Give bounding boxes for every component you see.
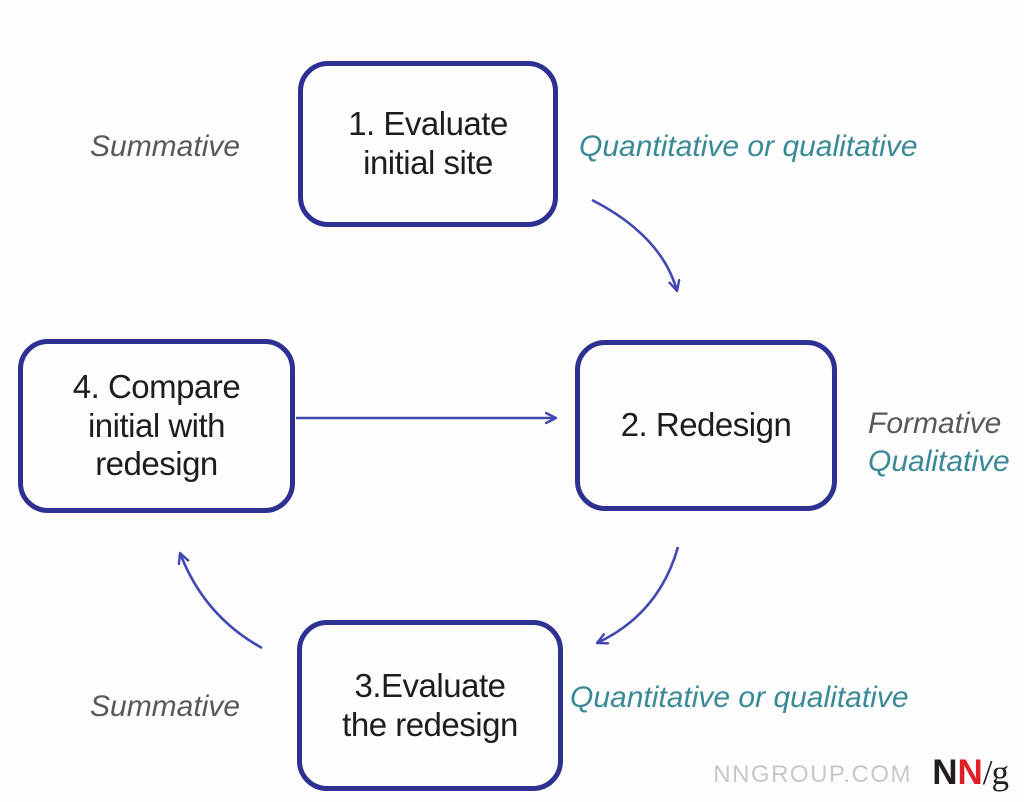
nngroup-watermark: NNGROUP.COM	[713, 761, 912, 788]
nng-logo-n2: N	[957, 753, 983, 792]
arrow-step2-to-step3	[597, 546, 680, 643]
node-evaluate-the-redesign: 3.Evaluate the redesign	[297, 620, 563, 791]
node-compare-initial-with-redesign: 4. Compare initial with redesign	[18, 339, 295, 513]
nng-logo-n1: N	[932, 753, 958, 792]
node-evaluate-initial-site: 1. Evaluate initial site	[298, 61, 558, 227]
node-redesign: 2. Redesign	[575, 340, 837, 511]
arrow-step1-to-step2	[591, 198, 677, 291]
nng-logo: NN/g	[932, 753, 1009, 793]
annotation-qualitative: Qualitative	[868, 445, 1010, 479]
annotation-quant-or-qual-top: Quantitative or qualitative	[579, 130, 918, 163]
annotation-quant-or-qual-bottom: Quantitative or qualitative	[570, 681, 909, 714]
annotation-formative-qualitative: Formative Qualitative	[868, 405, 1010, 481]
annotation-formative: Formative	[868, 407, 1002, 440]
nng-logo-slash-g: /g	[982, 753, 1009, 792]
annotation-summative-top: Summative	[90, 130, 241, 163]
annotation-summative-bottom: Summative	[90, 690, 241, 723]
arrow-step3-to-step4	[180, 553, 263, 650]
